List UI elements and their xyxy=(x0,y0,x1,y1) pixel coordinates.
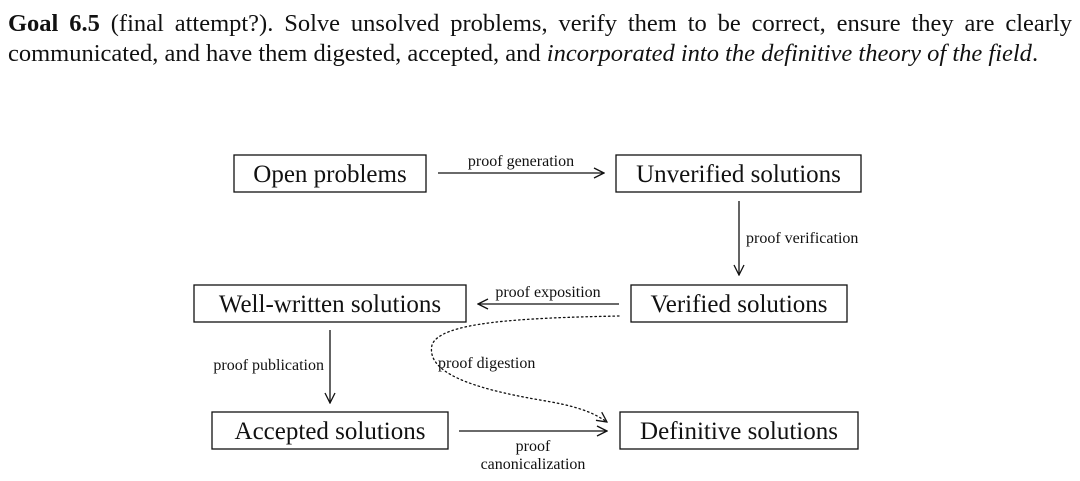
edge-proof-verification-label: proof verification xyxy=(746,230,858,247)
node-verified-solutions: Verified solutions xyxy=(630,284,848,323)
node-open-problems: Open problems xyxy=(233,154,427,193)
goal-text-italic: incorporated into the definitive theory … xyxy=(546,40,1032,67)
goal-text: Solve unsolved problems, verify them to … xyxy=(8,10,1072,67)
edge-proof-exposition-label: proof exposition xyxy=(495,284,600,301)
goal-label: Goal 6.5 xyxy=(8,10,100,37)
edge-proof-digestion: proof digestion xyxy=(430,315,620,422)
edge-proof-generation: proof generation xyxy=(438,153,604,173)
node-well-written-solutions: Well-written solutions xyxy=(193,284,467,323)
edge-proof-verification: proof verification xyxy=(739,201,858,275)
edge-proof-canonicalization: proof canonicalization xyxy=(459,431,607,473)
goal-statement: Goal 6.5 (final attempt?). Solve unsolve… xyxy=(8,9,1072,69)
node-accepted-solutions-label: Accepted solutions xyxy=(235,418,426,445)
edge-proof-canonicalization-label-2: canonicalization xyxy=(481,456,586,473)
edge-proof-publication-label: proof publication xyxy=(213,357,324,374)
node-definitive-solutions: Definitive solutions xyxy=(619,411,859,450)
edge-proof-canonicalization-label-1: proof xyxy=(516,438,551,455)
node-verified-solutions-label: Verified solutions xyxy=(650,291,827,318)
goal-text-end: . xyxy=(1031,40,1039,67)
node-unverified-solutions: Unverified solutions xyxy=(615,154,862,193)
edge-proof-publication: proof publication xyxy=(213,330,330,403)
node-accepted-solutions: Accepted solutions xyxy=(211,411,449,450)
node-open-problems-label: Open problems xyxy=(253,161,406,188)
edge-proof-generation-label: proof generation xyxy=(468,153,574,170)
node-definitive-solutions-label: Definitive solutions xyxy=(640,418,838,445)
edge-proof-digestion-label: proof digestion xyxy=(438,355,535,372)
goal-qualifier: (final attempt?). xyxy=(110,10,274,37)
node-well-written-solutions-label: Well-written solutions xyxy=(219,291,441,318)
edge-proof-exposition: proof exposition xyxy=(478,284,619,304)
node-unverified-solutions-label: Unverified solutions xyxy=(636,161,841,188)
